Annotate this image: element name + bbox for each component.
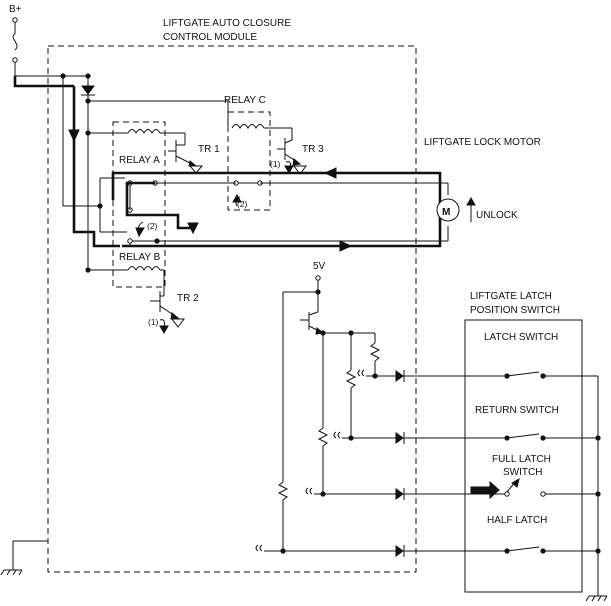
current-arrow-down-icon (68, 129, 80, 143)
step1-label-tr3: (1) (270, 159, 281, 169)
step1-arrow-icon (159, 325, 169, 335)
half-latch-label: HALF LATCH (487, 515, 547, 526)
resistor-r1-icon (369, 342, 381, 362)
tr1-label: TR 1 (198, 144, 220, 155)
return-switch-label: RETURN SWITCH (475, 405, 559, 416)
relay-a-coil-icon (127, 129, 161, 135)
module-title-line1: LIFTGATE AUTO CLOSURE (163, 18, 291, 29)
motor-loop-wire (111, 171, 442, 248)
tr1-transistor-icon (188, 160, 198, 167)
relay-c-label: RELAY C (224, 95, 266, 106)
tr2-label: TR 2 (177, 293, 199, 304)
relay-b-label: RELAY B (119, 252, 161, 263)
latch-switch-label: LATCH SWITCH (484, 332, 558, 343)
half-latch-switch-contact (506, 546, 540, 552)
tr3-ground-icon (293, 165, 307, 175)
resistor-r4-icon (277, 481, 289, 501)
switch-title-line1: LIFTGATE LATCH (470, 291, 552, 302)
motor-symbol: M (442, 207, 450, 218)
full-latch-label-line2: SWITCH (503, 467, 542, 478)
return-switch-contact (506, 433, 540, 439)
diode-icon (81, 85, 95, 95)
power-feed-wire (13, 76, 74, 88)
five-volt-label: 5V (313, 261, 326, 272)
latch-switch-contact (506, 371, 540, 377)
supply-label: B+ (9, 4, 22, 15)
relay-a-contact-nc (127, 238, 133, 244)
step1-label-tr2: (1) (148, 317, 159, 327)
unlock-arrow-icon (466, 196, 476, 206)
relay-a-boundary (112, 121, 166, 288)
motor-icon (436, 198, 460, 222)
fuse-icon (12, 33, 18, 51)
relay-c-coil-icon (231, 124, 265, 130)
relay-a-label: RELAY A (119, 155, 160, 166)
diode-latch-icon (395, 370, 404, 382)
diode-return-icon (395, 432, 404, 444)
diode-full-latch-icon (395, 488, 404, 500)
relay-c-boundary (227, 111, 271, 211)
diode-half-latch-icon (395, 545, 404, 557)
tr2-ground-icon (171, 318, 185, 328)
full-latch-arrow-icon (470, 480, 500, 500)
control-module-boundary (47, 45, 417, 573)
step2-label-a: (2) (147, 221, 158, 231)
step2-label-c: (2) (237, 199, 248, 209)
latch-position-switch-box (464, 319, 583, 593)
five-volt-terminal (315, 275, 321, 281)
module-title-line2: CONTROL MODULE (163, 32, 257, 43)
relay-b-coil-icon (127, 266, 161, 272)
current-arrow-left-icon (323, 167, 337, 179)
relay-a-switched-path (125, 181, 193, 230)
tr3-label: TR 3 (302, 144, 324, 155)
tr1-ground-icon (188, 165, 204, 174)
supply-terminal (12, 17, 18, 23)
unlock-label: UNLOCK (476, 210, 518, 221)
step2-arrow-icon (135, 227, 145, 238)
tr3-transistor-icon (292, 158, 302, 166)
motor-title: LIFTGATE LOCK MOTOR (424, 137, 541, 148)
switch-title-line2: POSITION SWITCH (470, 305, 560, 316)
resistor-r3-icon (317, 427, 329, 447)
full-latch-label-line1: FULL LATCH (492, 454, 551, 465)
resistor-r2-icon (345, 369, 357, 389)
motor-drive-path-left (72, 86, 120, 248)
tr2-transistor-icon (170, 312, 180, 320)
current-arrow-right-icon (339, 240, 353, 252)
